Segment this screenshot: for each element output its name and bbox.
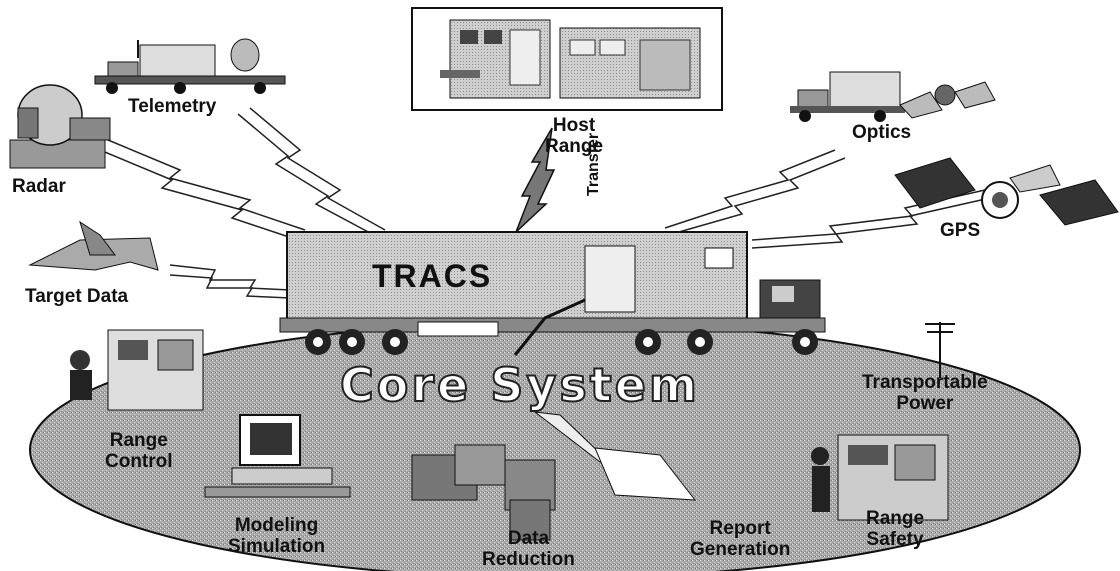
link-radar xyxy=(107,139,306,231)
range-safety-label: Range Safety xyxy=(866,508,924,550)
target-aircraft xyxy=(28,220,159,271)
lightning-links xyxy=(99,107,991,299)
modeling-simulation-label: Modeling Simulation xyxy=(228,515,325,557)
data-reduction-line2: Reduction xyxy=(482,549,575,570)
report-paper-stream xyxy=(533,411,697,501)
link-gps-2 xyxy=(751,197,991,249)
transportable-power-label: Transportable Power xyxy=(862,372,988,414)
core-system-title: Core System xyxy=(339,357,700,413)
data-reduction-label: Data Reduction xyxy=(482,528,575,570)
range-control-console xyxy=(70,329,204,411)
report-line2: Generation xyxy=(690,539,791,560)
link-telemetry xyxy=(249,107,386,231)
report-line1: Report xyxy=(709,518,771,539)
radar-dish xyxy=(9,84,111,169)
gps-satellite xyxy=(894,157,1119,226)
power-pole xyxy=(925,322,955,378)
optics-label: Optics xyxy=(852,122,912,143)
power-line2: Power xyxy=(896,393,954,414)
host-range-line2: Range xyxy=(545,136,604,157)
modeling-line2: Simulation xyxy=(228,536,326,557)
range-control-line2: Control xyxy=(105,451,173,472)
telemetry-truck xyxy=(94,38,286,94)
modeling-computer xyxy=(204,414,351,498)
link-radar-2 xyxy=(99,149,299,241)
tracs-label: TRACS xyxy=(372,258,493,294)
link-telemetry-2 xyxy=(237,113,373,235)
power-line1: Transportable xyxy=(862,372,988,393)
range-safety-line2: Safety xyxy=(866,529,924,550)
range-control-label: Range Control xyxy=(105,430,173,472)
telemetry-label: Telemetry xyxy=(128,96,217,117)
radar-label: Radar xyxy=(12,176,66,197)
link-target xyxy=(169,264,291,291)
link-optics-2 xyxy=(671,157,846,235)
target-data-label: Target Data xyxy=(25,286,129,307)
host-transfer-bolt xyxy=(515,127,556,233)
host-range-label: Host Range xyxy=(545,115,603,157)
host-range-building xyxy=(411,7,723,111)
link-optics xyxy=(664,149,836,229)
range-control-line1: Range xyxy=(109,430,168,451)
tracs-trailer xyxy=(279,231,826,356)
gps-label: GPS xyxy=(940,220,981,241)
host-range-line1: Host xyxy=(552,115,596,136)
modeling-line1: Modeling xyxy=(234,515,319,536)
range-safety-line1: Range xyxy=(866,508,925,529)
data-reduction-line1: Data xyxy=(507,528,550,549)
optics-truck xyxy=(790,71,996,122)
data-reduction-servers xyxy=(411,444,556,541)
link-target-2 xyxy=(169,274,291,299)
report-generation-label: Report Generation xyxy=(690,518,790,560)
range-safety-console xyxy=(811,434,949,521)
